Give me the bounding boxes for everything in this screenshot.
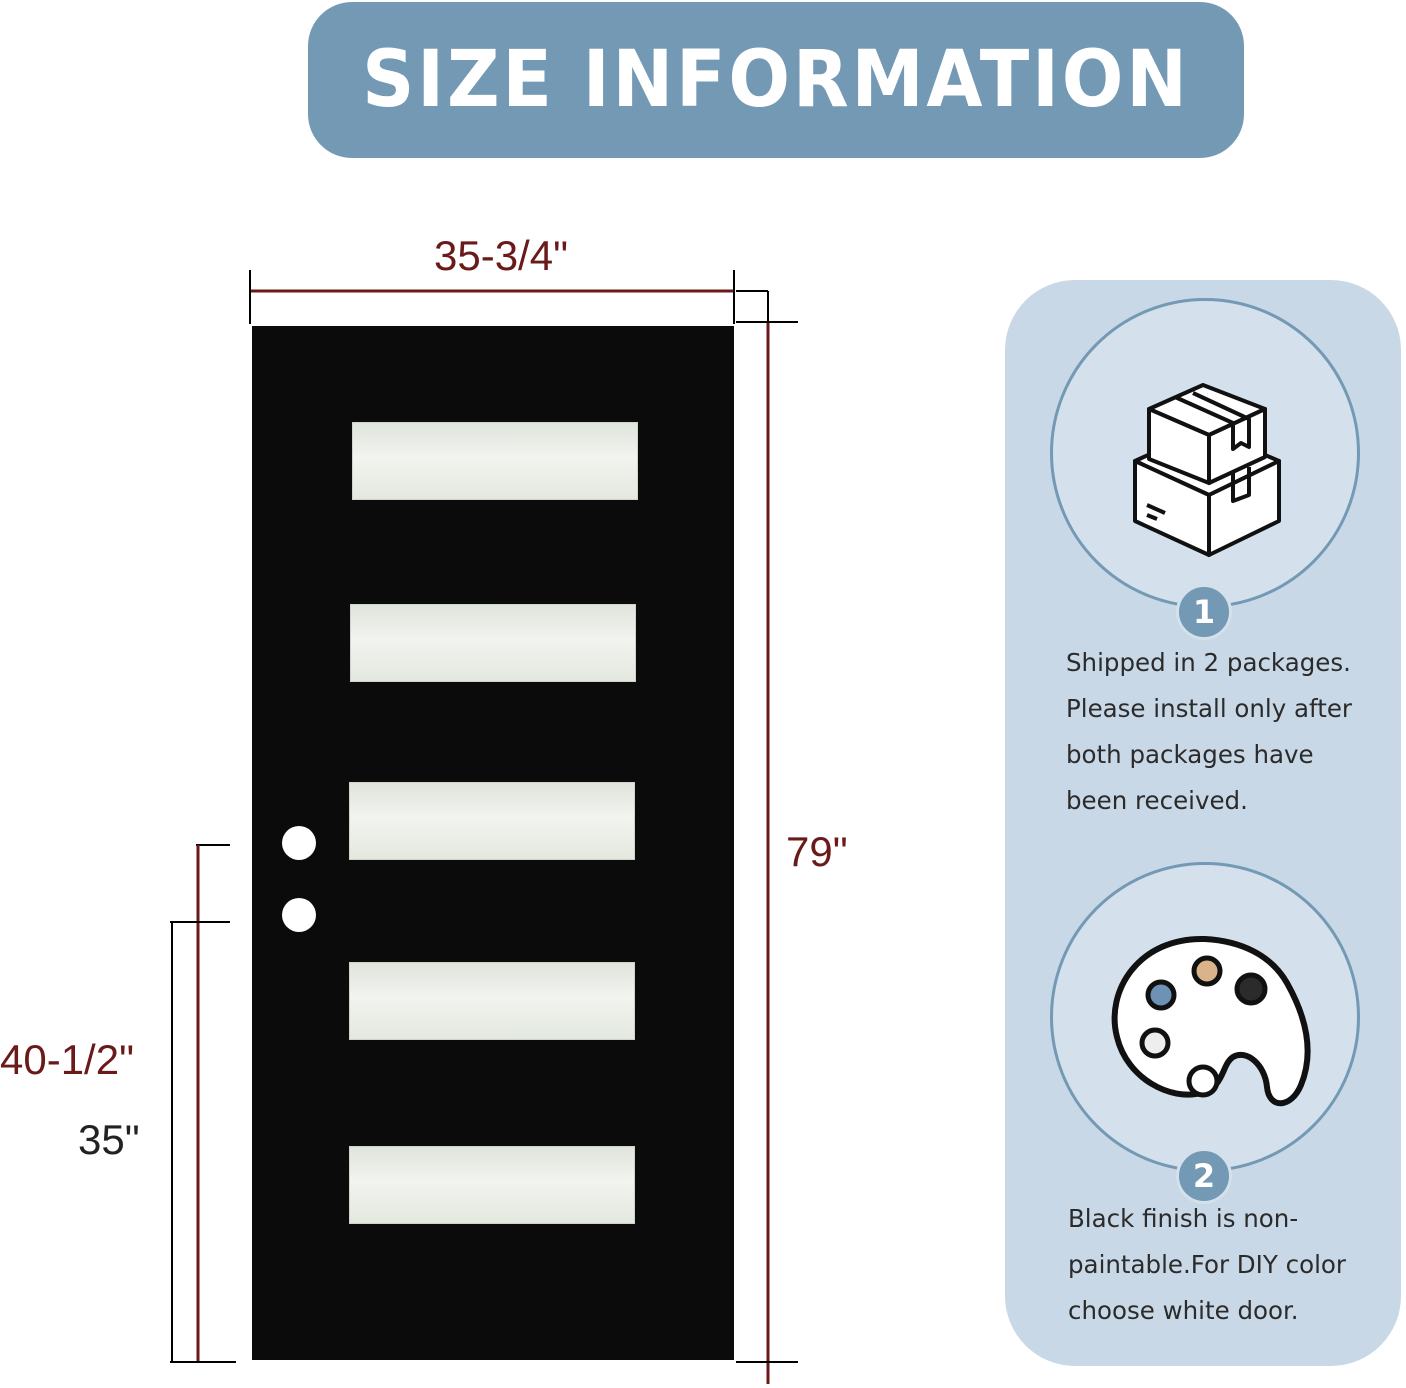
handle-bore-hole — [282, 826, 316, 860]
stacked-boxes-icon — [1133, 383, 1281, 557]
bore-lower-dimension-label: 35" — [78, 1116, 140, 1163]
step-badge-2: 2 — [1176, 1148, 1232, 1204]
info-circle-2 — [1050, 862, 1360, 1172]
info-text-2: Black finish is non- paintable.For DIY c… — [1068, 1204, 1346, 1325]
glass-pane — [349, 1146, 635, 1224]
height-dimension-label: 79" — [786, 828, 848, 875]
width-dimension-label: 35-3/4" — [434, 232, 568, 279]
step-badge-1: 1 — [1176, 584, 1232, 640]
glass-pane — [349, 782, 635, 860]
deadbolt-bore-hole — [282, 898, 316, 932]
title-banner: SIZE INFORMATION — [308, 2, 1244, 158]
page-title: SIZE INFORMATION — [362, 35, 1190, 125]
bore-upper-dimension-label: 40-1/2" — [0, 1036, 134, 1083]
info-circle-1 — [1050, 298, 1360, 608]
door-image — [252, 326, 734, 1360]
paint-palette-icon — [1111, 935, 1311, 1107]
glass-pane — [350, 604, 636, 682]
glass-pane — [349, 962, 635, 1040]
glass-pane — [352, 422, 638, 500]
info-text-1: Shipped in 2 packages. Please install on… — [1066, 648, 1352, 815]
